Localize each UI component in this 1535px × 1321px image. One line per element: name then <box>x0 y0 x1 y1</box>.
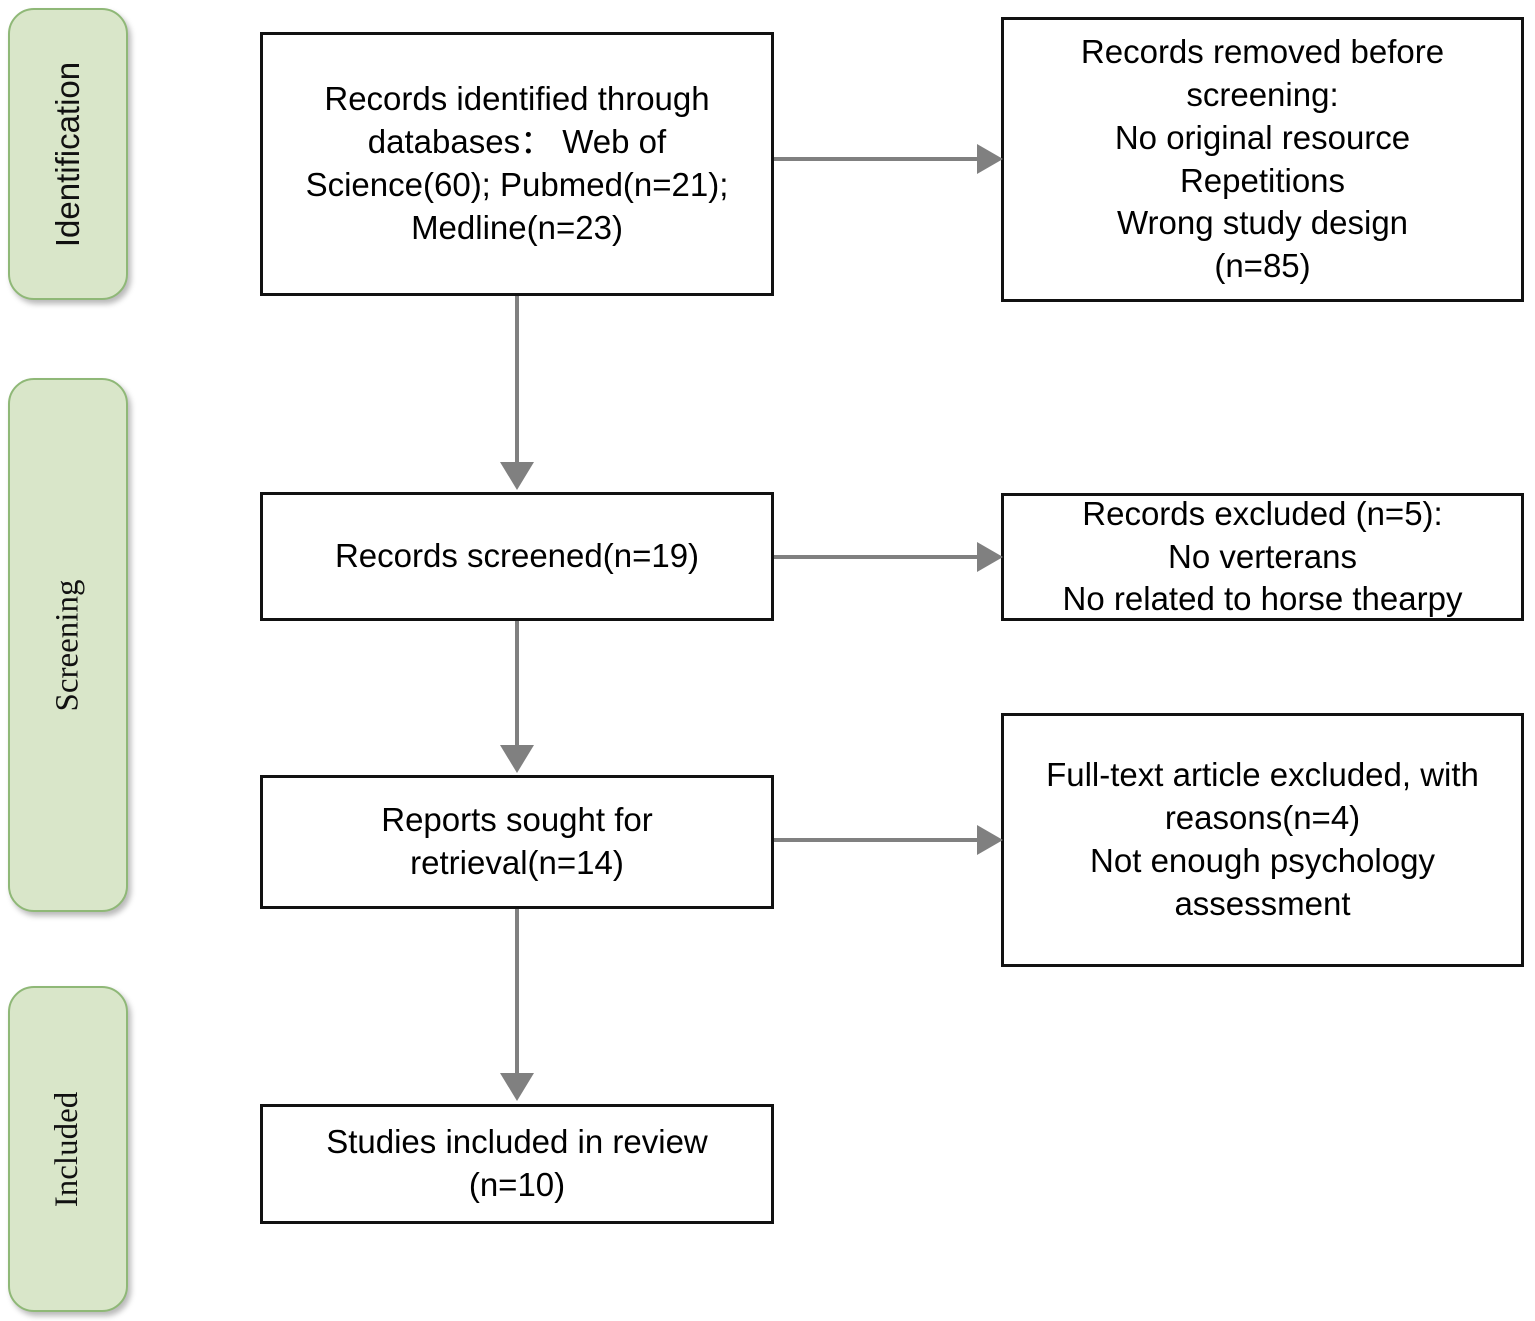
stage-label-included: Included <box>8 986 128 1312</box>
stage-label-identification: Identification <box>8 8 128 300</box>
stage-label-screening-text: Screening <box>49 579 86 711</box>
box-records-excluded: Records excluded (n=5): No verterans No … <box>1001 493 1524 621</box>
connector-line <box>515 621 519 747</box>
connector-line <box>774 555 984 559</box>
connector-line <box>774 157 984 161</box>
connector-line <box>774 838 984 842</box>
box-full-text-article-excluded: Full-text article excluded, with reasons… <box>1001 713 1524 967</box>
box-reports-sought-text: Reports sought for retrieval(n=14) <box>381 801 653 881</box>
box-studies-included-in-review: Studies included in review (n=10) <box>260 1104 774 1224</box>
box-records-identified: Records identified through databases： We… <box>260 32 774 296</box>
arrow-right-icon <box>977 144 1003 174</box>
box-records-screened-text: Records screened(n=19) <box>334 537 700 575</box>
box-records-removed-text: Records removed before screening: No ori… <box>1080 32 1445 285</box>
arrow-down-icon <box>500 1073 534 1101</box>
box-records-identified-text: Records identified through databases： We… <box>305 80 729 246</box>
arrow-right-icon <box>977 825 1003 855</box>
arrow-down-icon <box>500 745 534 773</box>
stage-label-screening: Screening <box>8 378 128 912</box>
box-full-text-excluded-text: Full-text article excluded, with reasons… <box>1046 756 1479 922</box>
box-records-screened: Records screened(n=19) <box>260 492 774 621</box>
stage-label-identification-text: Identification <box>49 61 87 247</box>
box-records-excluded-text: Records excluded (n=5): No verterans No … <box>1062 494 1463 618</box>
box-studies-included-text: Studies included in review (n=10) <box>326 1123 708 1203</box>
box-records-removed-before-screening: Records removed before screening: No ori… <box>1001 17 1524 302</box>
arrow-right-icon <box>977 542 1003 572</box>
stage-label-included-text: Included <box>49 1091 86 1207</box>
arrow-down-icon <box>500 462 534 490</box>
box-reports-sought-for-retrieval: Reports sought for retrieval(n=14) <box>260 775 774 909</box>
connector-line <box>515 296 519 466</box>
connector-line <box>515 909 519 1075</box>
